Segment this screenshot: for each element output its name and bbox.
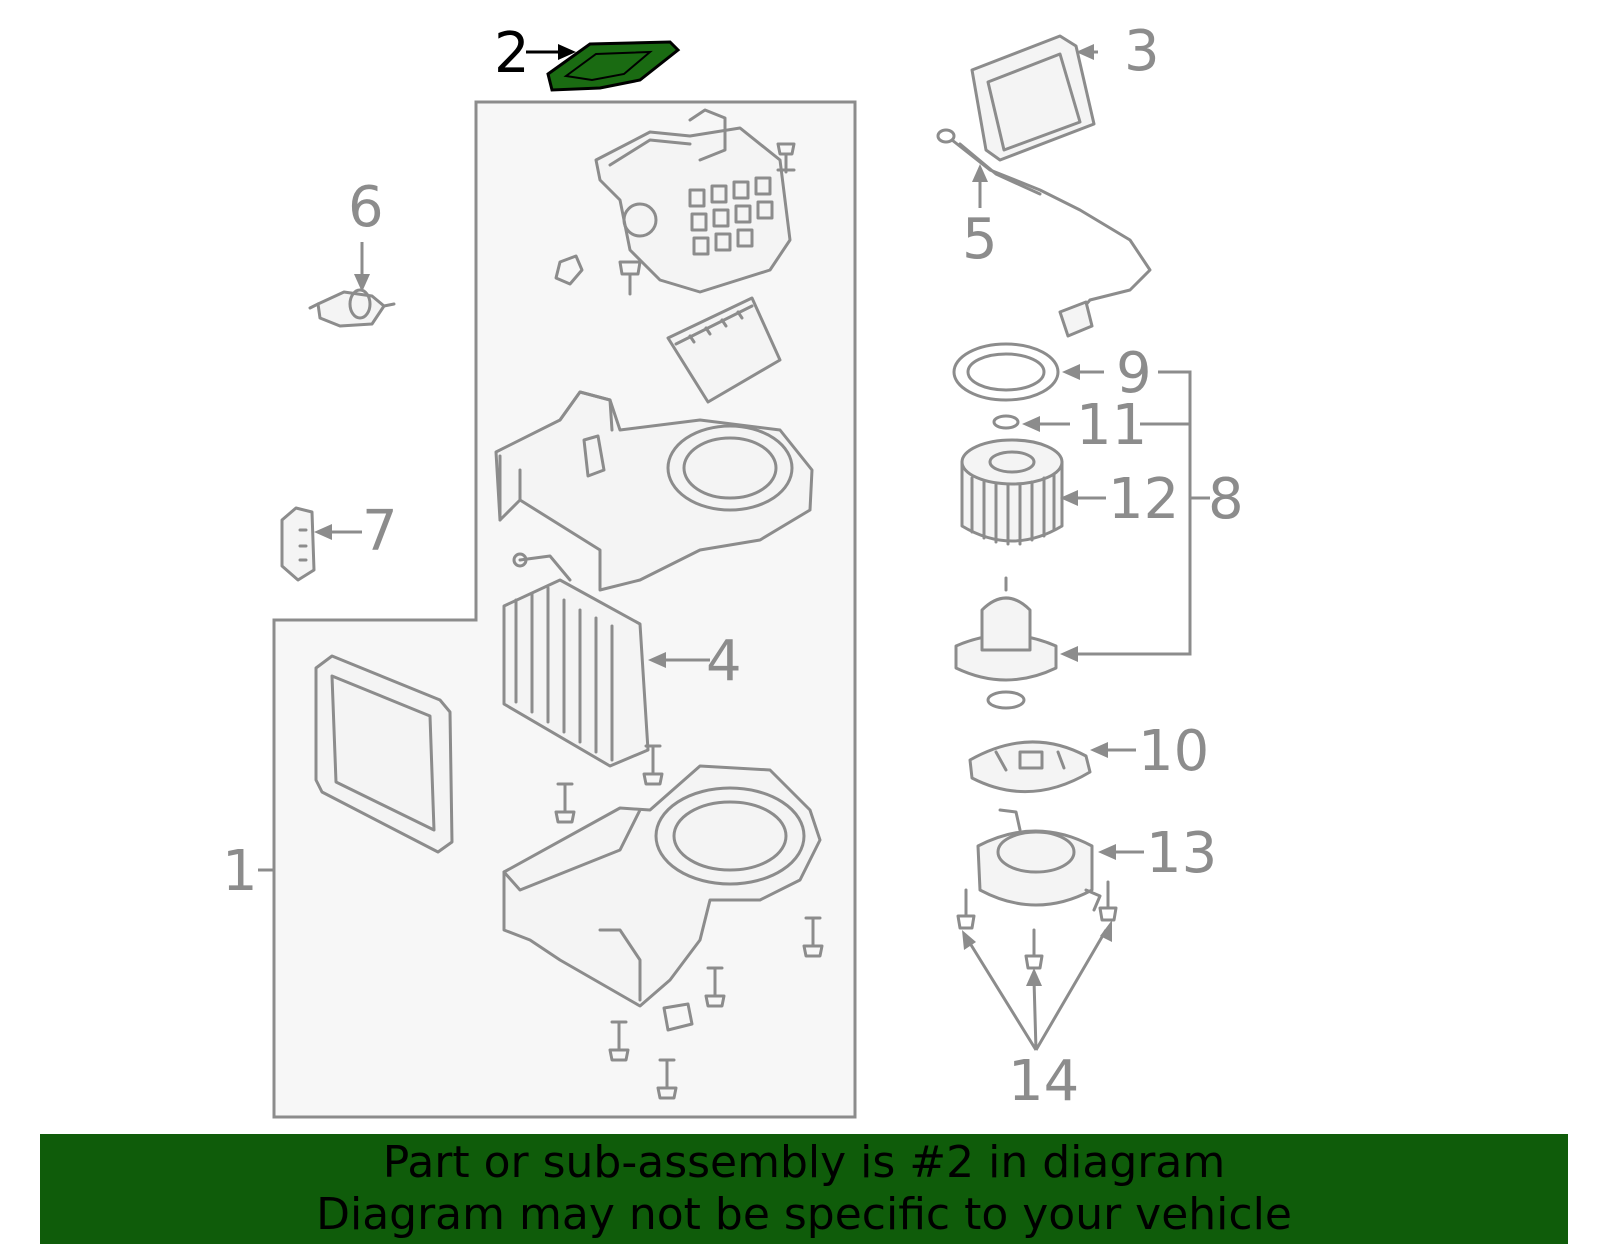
banner-line-disclaimer: Diagram may not be specific to your vehi… (316, 1189, 1292, 1240)
part-10-plate (968, 740, 1092, 794)
middle-housing (494, 390, 814, 592)
bolt-group-assembly (554, 744, 824, 1100)
callout-1: 1 (222, 839, 258, 904)
info-banner: Part or sub-assembly is #2 in diagram Di… (40, 1134, 1568, 1244)
part-14-screws (956, 880, 1118, 970)
callout-2[interactable]: 2 (494, 21, 530, 86)
part-7-connector (280, 506, 316, 582)
upper-housing (594, 108, 792, 294)
callout-6: 6 (348, 175, 384, 240)
filter-element (666, 296, 782, 404)
part-13-housing (976, 808, 1102, 912)
part-5-sensor (936, 128, 1152, 338)
part-3-filter (970, 34, 1096, 162)
lower-housing (502, 764, 822, 1008)
part-12-wheel (960, 438, 1064, 546)
callout-8: 8 (1208, 467, 1244, 532)
fastener-top-right (776, 142, 796, 174)
callout-13: 13 (1146, 821, 1217, 886)
callout-7: 7 (362, 499, 398, 564)
filter-frame (314, 654, 454, 854)
callout-9: 9 (1116, 341, 1152, 406)
part-4-evaporator (502, 552, 650, 768)
parts-diagram: 1 2 3 4 5 6 7 8 9 10 11 12 13 14 (222, 19, 1244, 1119)
leader-lines (258, 44, 1210, 1051)
fastener-top-mid (618, 260, 642, 296)
callout-10: 10 (1138, 719, 1209, 784)
fastener-top-left (554, 254, 584, 286)
part-2-gasket[interactable] (546, 40, 681, 92)
callout-11: 11 (1076, 393, 1147, 458)
callout-4: 4 (706, 629, 742, 694)
part-11-oring (992, 414, 1020, 430)
callout-12: 12 (1108, 467, 1179, 532)
callout-14: 14 (1008, 1049, 1079, 1114)
part-8-motor (954, 576, 1058, 710)
part-6-actuator (308, 288, 396, 328)
callout-3: 3 (1124, 19, 1160, 84)
part-9-ring (952, 342, 1060, 402)
callout-5: 5 (962, 207, 998, 272)
banner-line-part: Part or sub-assembly is #2 in diagram (382, 1137, 1226, 1188)
